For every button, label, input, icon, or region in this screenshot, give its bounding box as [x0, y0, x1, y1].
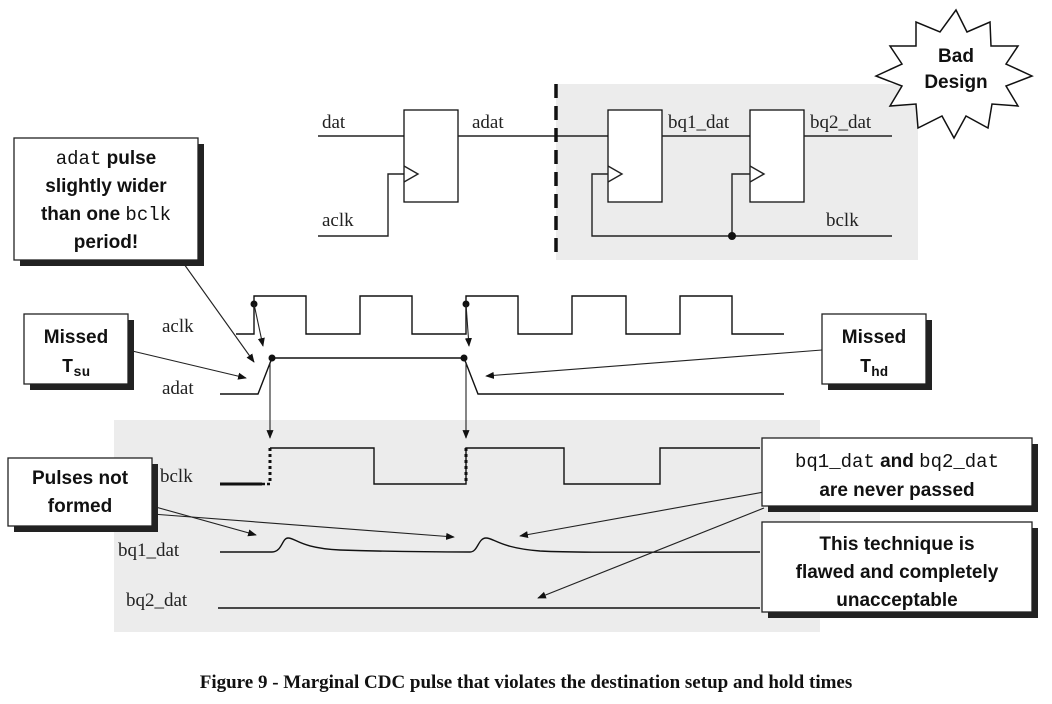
note-adat-l3a: than one	[41, 204, 125, 225]
schematic: dat aclk adat bq1_dat bq2_dat bclk	[318, 84, 892, 260]
schematic-label-bq1-dat: bq1_dat	[668, 112, 730, 133]
wave-label-bq2-dat: bq2_dat	[126, 590, 188, 611]
note-never-bq1: bq1_dat	[795, 451, 875, 473]
wave-label-bq1-dat: bq1_dat	[118, 540, 180, 561]
note-flawed-l3: unacceptable	[836, 590, 957, 611]
note-never-passed: bq1_dat and bq2_dat are never passed	[761, 437, 1038, 512]
wave-label-bclk: bclk	[160, 466, 193, 487]
note-never-l2: are never passed	[819, 480, 974, 501]
schematic-label-dat: dat	[322, 112, 346, 133]
note-pulses-l1: Pulses not	[32, 468, 129, 489]
schematic-label-aclk: aclk	[322, 210, 354, 231]
note-never-and: and	[875, 451, 919, 472]
note-adat-pulse: adat pulse slightly wider than one bclk …	[13, 137, 204, 266]
note-tsu-sub: su	[73, 365, 90, 381]
figure-caption: Figure 9 - Marginal CDC pulse that viola…	[200, 672, 853, 693]
note-adat-mono: adat	[56, 148, 102, 170]
source-flip-flop	[403, 109, 459, 203]
note-pulses-l2: formed	[48, 496, 112, 517]
note-missed-tsu: Missed Tsu	[23, 313, 134, 390]
schematic-label-bclk: bclk	[826, 210, 859, 231]
badge-line-1: Bad	[938, 46, 974, 67]
callout-arrows	[127, 263, 823, 599]
waveform-destination-shade	[114, 420, 820, 632]
note-adat-l2: slightly wider	[45, 176, 167, 197]
note-never-bq2: bq2_dat	[919, 451, 999, 473]
note-thd-t: T	[860, 356, 871, 378]
note-thd-l1: Missed	[842, 327, 906, 348]
schematic-label-bq2-dat: bq2_dat	[810, 112, 872, 133]
note-adat-l1: pulse	[101, 148, 156, 169]
note-pulses-not-formed: Pulses not formed	[7, 457, 158, 532]
svg-text:adat pulse: adat pulse	[56, 148, 157, 170]
note-adat-bclk-mono: bclk	[125, 204, 171, 226]
note-adat-l4: period!	[74, 232, 138, 253]
note-flawed-l1: This technique is	[819, 534, 974, 555]
svg-text:than one bclk: than one bclk	[41, 204, 171, 226]
svg-text:bq1_dat and bq2_dat: bq1_dat and bq2_dat	[795, 451, 999, 473]
schematic-label-adat: adat	[472, 112, 504, 133]
aclk-wave	[236, 295, 784, 335]
bclk-wave	[270, 447, 760, 485]
timing-waveforms: aclk adat bclk bq1_dat bq2_dat	[118, 295, 784, 611]
bq1-dat-wave	[220, 537, 761, 553]
badge-line-2: Design	[924, 72, 987, 93]
wave-label-aclk: aclk	[162, 316, 194, 337]
note-missed-thd: Missed Thd	[821, 313, 932, 390]
bad-design-badge: Bad Design	[874, 8, 1034, 140]
adat-wave	[220, 357, 784, 395]
note-tsu-t: T	[62, 356, 73, 378]
note-flawed: This technique is flawed and completely …	[761, 521, 1038, 618]
note-thd-sub: hd	[871, 365, 888, 381]
svg-text:Tsu: Tsu	[62, 356, 90, 381]
svg-text:Thd: Thd	[860, 356, 888, 381]
wave-label-adat: adat	[162, 378, 194, 399]
sync-flip-flop-1	[607, 109, 663, 203]
sync-flip-flop-2	[749, 109, 805, 203]
note-tsu-l1: Missed	[44, 327, 108, 348]
note-flawed-l2: flawed and completely	[796, 562, 999, 583]
